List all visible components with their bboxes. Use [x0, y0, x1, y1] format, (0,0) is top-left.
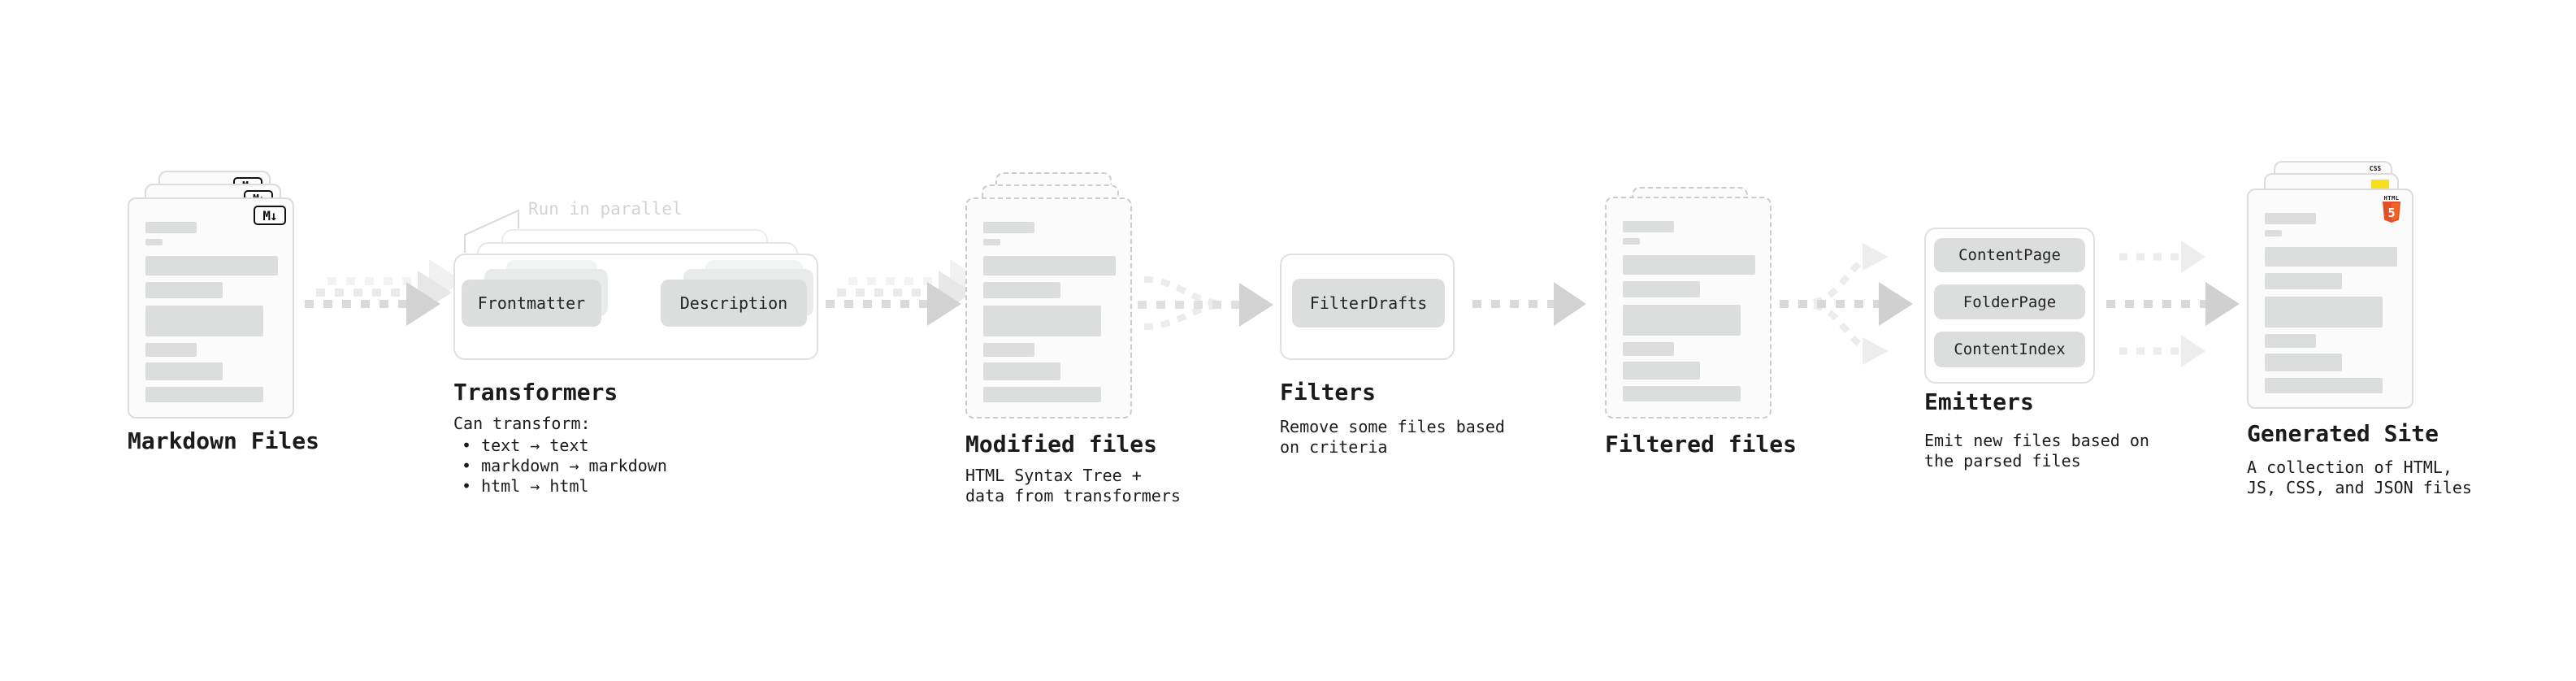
- desc-line: A collection of HTML,: [2247, 458, 2452, 477]
- filtered-file-card-front: [1605, 197, 1772, 419]
- bullet-item: • html → html: [462, 476, 589, 496]
- emitters-title: Emitters: [1924, 388, 2034, 415]
- transformers-title: Transformers: [453, 379, 618, 406]
- site-file-card-html: HTML 5: [2247, 189, 2413, 409]
- desc-line: HTML Syntax Tree +: [965, 466, 1142, 485]
- filters-title: Filters: [1280, 379, 1377, 406]
- emitters-desc: Emit new files based on the parsed files: [1924, 431, 2149, 471]
- doc-placeholder-lines: [1623, 221, 1755, 401]
- markdown-file-card-front: M↓: [128, 197, 294, 419]
- arrow-transformers-to-modified: [826, 259, 984, 326]
- description-pill: Description: [661, 280, 807, 327]
- doc-placeholder-lines: [983, 222, 1116, 402]
- run-in-parallel-label: Run in parallel: [528, 199, 683, 219]
- desc-line: Remove some files based: [1280, 417, 1505, 436]
- modified-file-card-front: [965, 197, 1132, 419]
- desc-line: on criteria: [1280, 437, 1388, 457]
- desc-line: Emit new files based on: [1924, 431, 2149, 450]
- html5-icon: HTML 5: [2381, 195, 2402, 228]
- doc-placeholder-lines: [145, 222, 278, 402]
- transformers-bullets: • text → text • markdown → markdown • ht…: [453, 436, 667, 497]
- filters-desc: Remove some files based on criteria: [1280, 417, 1505, 458]
- arrow-filtered-to-emitters: [1780, 243, 1913, 365]
- filterdrafts-pill: FilterDrafts: [1292, 279, 1445, 327]
- arrow-modified-to-filters: [1138, 276, 1273, 330]
- frontmatter-pill: Frontmatter: [462, 280, 601, 327]
- modified-files-desc: HTML Syntax Tree + data from transformer…: [965, 466, 1181, 506]
- generated-site-title: Generated Site: [2247, 420, 2439, 447]
- modified-files-title: Modified files: [965, 431, 1158, 458]
- bullet-item: • text → text: [462, 436, 589, 455]
- folderpage-pill: FolderPage: [1934, 284, 2085, 319]
- doc-placeholder-lines: [2265, 213, 2397, 393]
- contentindex-pill: ContentIndex: [1934, 332, 2085, 367]
- desc-line: JS, CSS, and JSON files: [2247, 478, 2472, 497]
- filtered-files-title: Filtered files: [1605, 431, 1798, 458]
- arrow-markdown-to-transformers: [305, 259, 463, 326]
- arrow-filters-to-filtered: [1472, 282, 1586, 326]
- contentpage-pill: ContentPage: [1934, 238, 2085, 272]
- js-icon: [2371, 180, 2389, 189]
- html5-icon-label: HTML: [2383, 195, 2400, 202]
- markdown-files-title: Markdown Files: [128, 427, 320, 454]
- svg-text:5: 5: [2387, 206, 2395, 220]
- bullet-item: • markdown → markdown: [462, 456, 667, 475]
- arrow-emitters-to-site: [2106, 241, 2240, 367]
- markdown-file-icon: M↓: [254, 206, 286, 225]
- desc-line: the parsed files: [1924, 451, 2081, 471]
- css-icon-label: CSS: [2369, 165, 2382, 172]
- generated-site-desc: A collection of HTML, JS, CSS, and JSON …: [2247, 458, 2472, 498]
- transformers-desc-heading: Can transform:: [453, 414, 591, 433]
- desc-line: data from transformers: [965, 486, 1181, 505]
- run-in-parallel-leader-line: [464, 209, 519, 253]
